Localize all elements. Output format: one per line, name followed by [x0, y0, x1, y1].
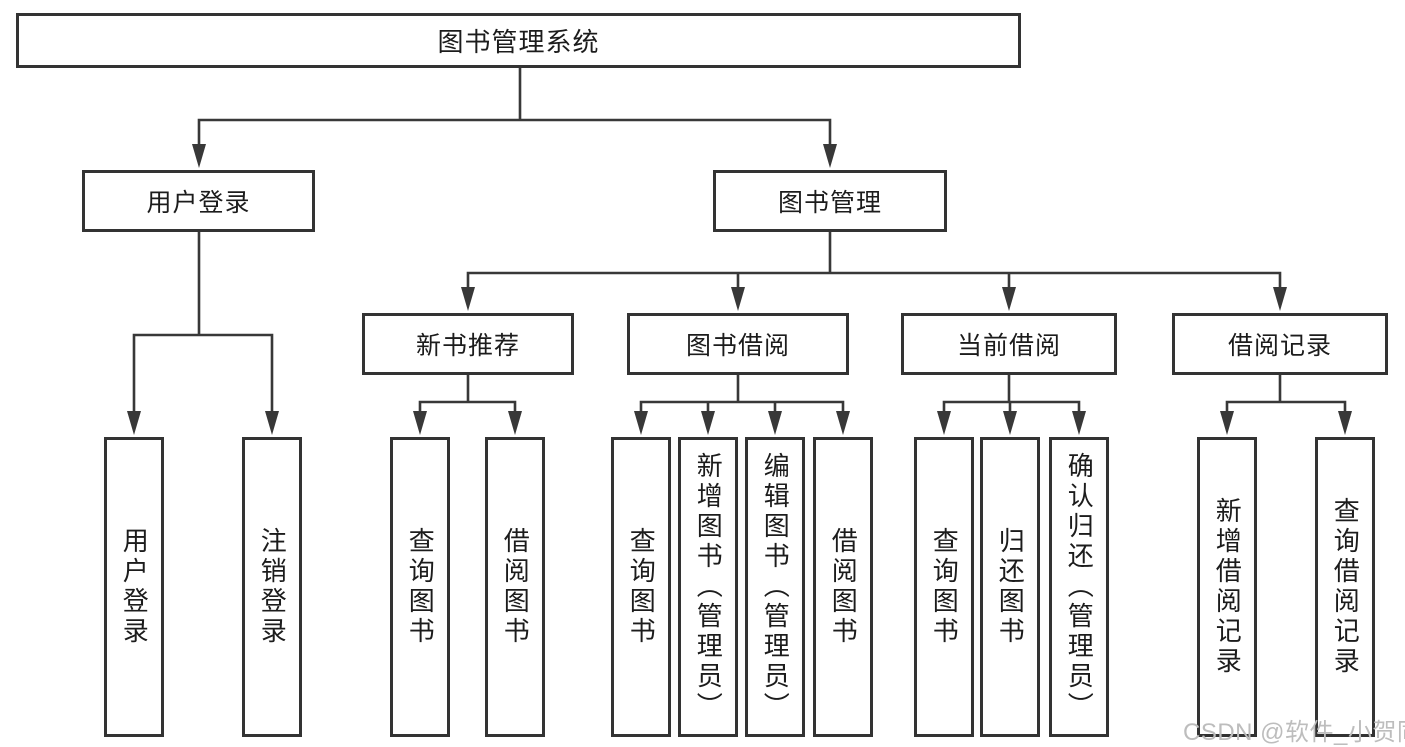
arrowhead-icon	[265, 411, 279, 435]
arrowhead-icon	[823, 144, 837, 168]
node-current-borrow: 当前借阅	[901, 313, 1117, 375]
leaf-label: 查询借阅记录	[1330, 497, 1361, 677]
leaf-label: 编辑图书（管理员）	[760, 452, 791, 722]
leaf-borrow-books-borrow: 借阅图书	[813, 437, 873, 737]
arrowhead-icon	[127, 411, 141, 435]
leaf-label: 借阅图书	[828, 527, 859, 647]
leaf-add-borrow-record: 新增借阅记录	[1197, 437, 1257, 737]
arrowhead-icon	[836, 411, 850, 435]
leaf-label: 确认归还（管理员）	[1064, 452, 1095, 722]
arrowhead-icon	[634, 411, 648, 435]
leaf-add-books-admin: 新增图书（管理员）	[678, 437, 738, 737]
connector-newbooks-to-leaves	[418, 375, 517, 413]
leaf-return-books: 归还图书	[980, 437, 1040, 737]
leaf-borrow-books-newbooks: 借阅图书	[485, 437, 545, 737]
leaf-label: 归还图书	[995, 527, 1026, 647]
leaf-query-books-current: 查询图书	[914, 437, 974, 737]
leaf-query-books-newbooks: 查询图书	[390, 437, 450, 737]
arrowhead-icon	[508, 411, 522, 435]
node-library-management-system: 图书管理系统	[16, 13, 1021, 68]
leaf-label: 用户登录	[119, 527, 150, 647]
watermark: CSDN @软件_小贺同学	[1183, 719, 1405, 746]
arrowhead-icon	[1003, 411, 1017, 435]
leaf-label: 查询图书	[405, 527, 436, 647]
leaf-label: 新增图书（管理员）	[693, 452, 724, 722]
leaf-label: 新增借阅记录	[1212, 497, 1243, 677]
arrowhead-icon	[937, 411, 951, 435]
leaf-query-borrow-record: 查询借阅记录	[1315, 437, 1375, 737]
arrowhead-icon	[768, 411, 782, 435]
connector-currentborrow-to-leaves	[942, 375, 1081, 413]
arrowhead-icon	[731, 287, 745, 311]
connector-records-to-leaves	[1225, 375, 1347, 413]
node-book-borrow: 图书借阅	[627, 313, 849, 375]
arrowhead-icons	[127, 144, 1352, 435]
arrowhead-icon	[1273, 287, 1287, 311]
leaf-label: 查询图书	[929, 527, 960, 647]
leaf-label: 借阅图书	[500, 527, 531, 647]
connector-userlogin-to-leaves	[132, 232, 274, 413]
leaf-logout: 注销登录	[242, 437, 302, 737]
arrowhead-icon	[461, 287, 475, 311]
leaf-label: 查询图书	[626, 527, 657, 647]
node-borrow-records: 借阅记录	[1172, 313, 1388, 375]
arrowhead-icon	[701, 411, 715, 435]
leaf-user-login: 用户登录	[104, 437, 164, 737]
connector-root-to-level2	[197, 68, 832, 148]
node-new-book-recommend: 新书推荐	[362, 313, 574, 375]
node-book-management: 图书管理	[713, 170, 947, 232]
node-user-login: 用户登录	[82, 170, 315, 232]
leaf-confirm-return-admin: 确认归还（管理员）	[1049, 437, 1109, 737]
leaf-edit-books-admin: 编辑图书（管理员）	[745, 437, 805, 737]
connector-bookmgmt-to-level3	[466, 232, 1282, 291]
arrowhead-icon	[1220, 411, 1234, 435]
leaf-query-books-borrow: 查询图书	[611, 437, 671, 737]
connector-paths	[132, 68, 1347, 413]
leaf-label: 注销登录	[257, 527, 288, 647]
arrowhead-icon	[1072, 411, 1086, 435]
connector-bookborrow-to-leaves	[639, 375, 845, 413]
arrowhead-icon	[413, 411, 427, 435]
arrowhead-icon	[1002, 287, 1016, 311]
arrowhead-icon	[192, 144, 206, 168]
arrowhead-icon	[1338, 411, 1352, 435]
